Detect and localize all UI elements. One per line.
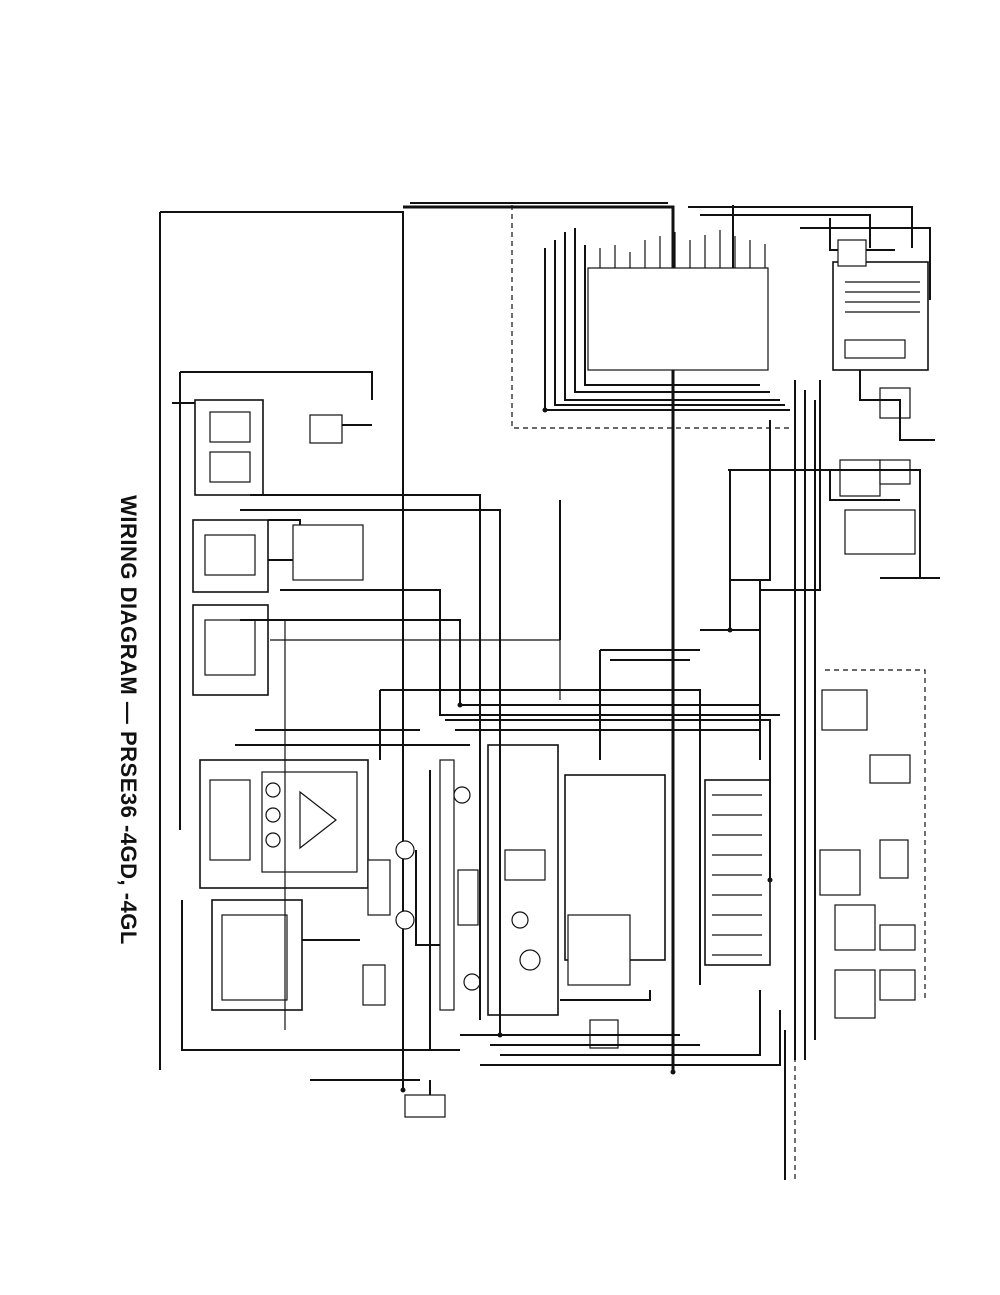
- mid-harness: [235, 420, 781, 1081]
- element-strip: [362, 759, 535, 1050]
- oven-relay: [181, 899, 460, 1051]
- junction-dots: [400, 407, 773, 1093]
- igniter-valve-group: [487, 744, 666, 1049]
- main-connector-block: [587, 230, 769, 371]
- right-relays: [728, 370, 940, 1060]
- supply-leads: [404, 1030, 796, 1180]
- left-switch-blocks: [172, 371, 373, 830]
- control-board: [832, 239, 929, 371]
- terminal-strip: [704, 669, 926, 1019]
- selector-switch: [199, 759, 369, 889]
